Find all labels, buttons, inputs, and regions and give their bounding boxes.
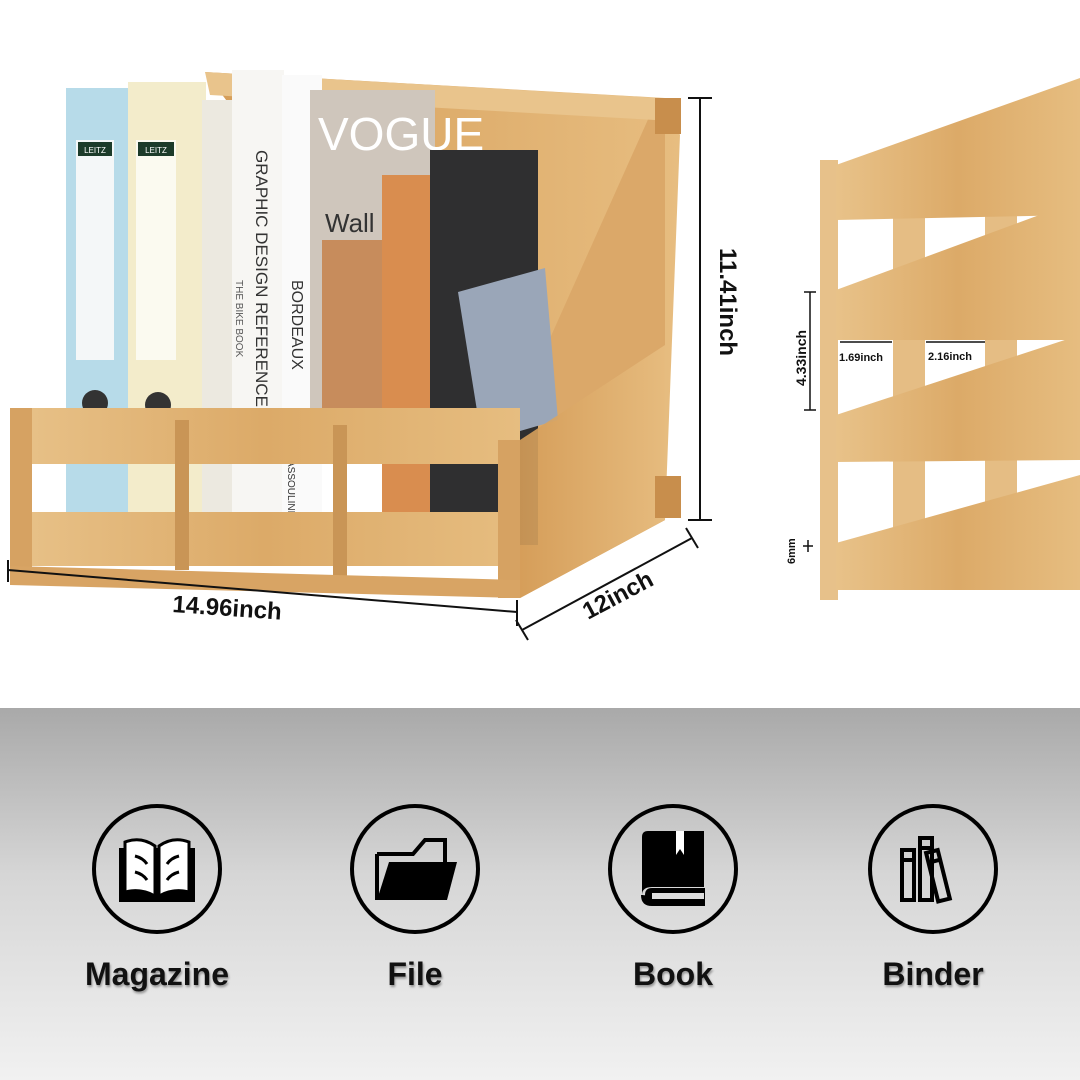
organizer-side-view xyxy=(820,78,1080,600)
height-dimension: 11.41inch xyxy=(714,248,741,356)
binder-1-brand: LEITZ xyxy=(84,146,106,155)
organizer-front-view: LEITZ LEITZ GRAPHIC DESIGN REFERENCE THE… xyxy=(10,70,681,598)
usage-panel: Magazine File Book xyxy=(0,708,1080,1080)
file-organizer-illustration: LEITZ LEITZ GRAPHIC DESIGN REFERENCE THE… xyxy=(7,70,1080,641)
book-3-title: BORDEAUX xyxy=(288,280,305,370)
use-label: File xyxy=(387,956,443,992)
side-dimension-lines xyxy=(803,291,985,552)
book-icon xyxy=(641,831,705,906)
use-book: Book xyxy=(563,804,783,993)
back-gap-dimension: 2.16inch xyxy=(928,351,972,363)
binders-icon xyxy=(900,836,953,904)
front-gap-dimension: 1.69inch xyxy=(839,352,883,364)
book-4-title: ASSOULINE xyxy=(285,460,296,518)
binder-2-brand: LEITZ xyxy=(145,146,167,155)
dimension-lines xyxy=(7,97,712,641)
use-label: Book xyxy=(633,956,713,992)
file-icon-circle xyxy=(350,804,480,934)
use-magazine: Magazine xyxy=(47,804,267,993)
use-file: File xyxy=(305,804,525,993)
book-1-title: GRAPHIC DESIGN REFERENCE xyxy=(252,150,271,407)
book-icon-circle xyxy=(608,804,738,934)
thickness-dimension: 6mm xyxy=(786,538,798,564)
product-image-area: LEITZ LEITZ GRAPHIC DESIGN REFERENCE THE… xyxy=(7,70,1080,641)
use-label: Magazine xyxy=(84,956,230,992)
use-label: Binder xyxy=(882,956,984,992)
book-2-title: THE BIKE BOOK xyxy=(233,280,244,358)
width-dimension: 14.96inch xyxy=(172,591,283,626)
folder-icon xyxy=(375,838,457,900)
binder-icon-circle xyxy=(868,804,998,934)
open-magazine-icon xyxy=(119,838,195,902)
magazine-icon-circle xyxy=(92,804,222,934)
slot-height-dimension: 4.33inch xyxy=(793,330,809,386)
use-binder: Binder xyxy=(823,804,1043,993)
magazine-2-title: Wall xyxy=(325,208,375,238)
depth-dimension: 12inch xyxy=(578,566,658,626)
